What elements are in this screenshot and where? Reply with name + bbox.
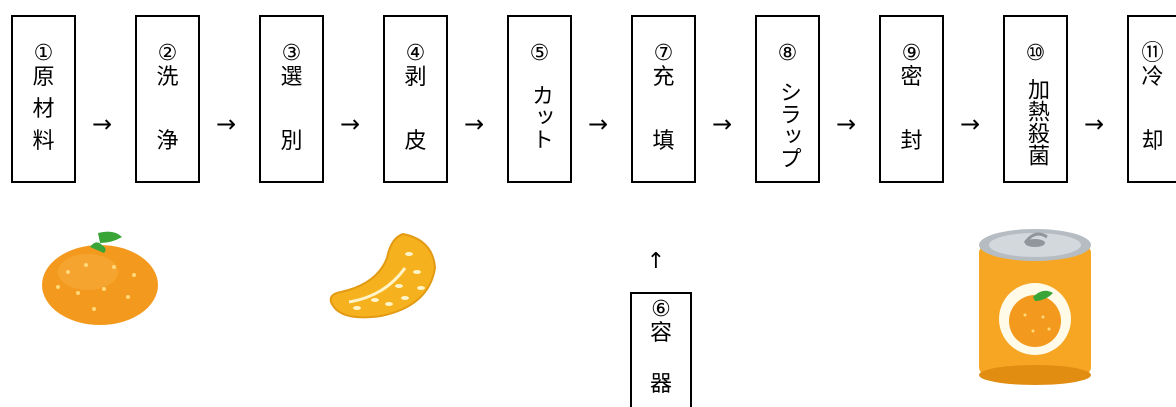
flow-arrow: → xyxy=(835,110,857,138)
step-cooling: ⑪ 冷 却 xyxy=(1127,15,1176,183)
step-number: ⑤ xyxy=(529,41,550,66)
step-char: 原 xyxy=(32,65,55,90)
step-label: 加熱殺菌 xyxy=(1024,78,1049,166)
step-heat-sterilization: ⑩ 加熱殺菌 xyxy=(1003,15,1068,183)
step-filling: ⑦ 充 填 xyxy=(631,15,696,183)
step-raw-materials: ① 原 材 料 xyxy=(11,15,76,183)
step-char: 料 xyxy=(32,129,55,154)
step-char: 却 xyxy=(1141,129,1164,154)
step-char: 別 xyxy=(280,129,303,154)
step-char: 剥 xyxy=(404,65,427,90)
step-char: 器 xyxy=(649,372,672,397)
step-char: 冷 xyxy=(1141,65,1164,90)
step-label: シラップ xyxy=(776,80,801,169)
step-number: ⑪ xyxy=(1141,41,1164,66)
step-washing: ② 洗 浄 xyxy=(135,15,200,183)
step-char: 充 xyxy=(652,65,675,90)
flow-arrow: → xyxy=(1083,110,1105,138)
step-number: ⑨ xyxy=(901,41,922,66)
step-number: ⑦ xyxy=(653,41,674,66)
step-number: ③ xyxy=(281,41,302,66)
step-label: カット xyxy=(528,84,553,150)
step-number: ① xyxy=(33,41,54,66)
step-number: ⑥ xyxy=(651,297,671,322)
step-char: 材 xyxy=(32,97,55,122)
flow-arrow: → xyxy=(587,110,609,138)
step-char: 填 xyxy=(652,129,675,154)
step-char: 封 xyxy=(900,129,923,154)
step-cutting: ⑤ カット xyxy=(507,15,572,183)
step-number: ④ xyxy=(405,41,426,66)
step-char: 皮 xyxy=(404,129,427,154)
step-sealing: ⑨ 密 封 xyxy=(879,15,944,183)
step-number: ⑩ xyxy=(1025,41,1046,66)
step-char: 容 xyxy=(649,321,672,346)
step-sorting: ③ 選 別 xyxy=(259,15,324,183)
step-number: ⑧ xyxy=(777,41,798,66)
flow-arrow: → xyxy=(711,110,733,138)
mandarin-orange-icon xyxy=(42,231,158,325)
orange-segment-icon xyxy=(329,232,437,319)
step-container: ⑥ 容 器 xyxy=(630,292,692,407)
step-peeling: ④ 剥 皮 xyxy=(383,15,448,183)
step-char: 浄 xyxy=(156,129,179,154)
canned-mandarin-icon xyxy=(979,229,1091,385)
step-number: ② xyxy=(157,41,178,66)
step-char: 洗 xyxy=(156,65,179,90)
step-char: 密 xyxy=(900,65,923,90)
flow-arrow: → xyxy=(339,110,361,138)
flow-arrow: → xyxy=(215,110,237,138)
flow-arrow-up: ↑ xyxy=(646,249,666,274)
step-syrup: ⑧ シラップ xyxy=(755,15,820,183)
flow-arrow: → xyxy=(463,110,485,138)
step-char: 選 xyxy=(280,65,303,90)
flow-arrow: → xyxy=(91,110,113,138)
flow-arrow: → xyxy=(959,110,981,138)
